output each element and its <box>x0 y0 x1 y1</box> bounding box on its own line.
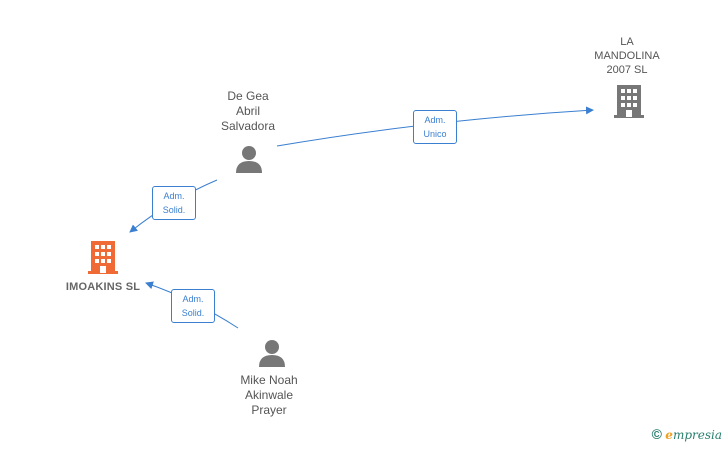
brand-name: mpresia <box>672 428 722 442</box>
copyright-symbol: © <box>651 426 662 442</box>
edge-label-degea-mandolina: Adm. Unico <box>413 110 457 144</box>
building-icon[interactable] <box>87 239 119 280</box>
brand-first-letter: e <box>665 428 673 442</box>
company-name-mandolina[interactable]: LA MANDOLINA 2007 SL <box>594 36 660 76</box>
edge-label-mike-imoakins: Adm. Solid. <box>171 289 215 323</box>
empresia-logo: © empresia <box>652 426 722 442</box>
person-name-degea[interactable]: De Gea Abril Salvadora <box>220 89 276 133</box>
person-icon[interactable] <box>234 144 264 179</box>
person-name-mike[interactable]: Mike Noah Akinwale Prayer <box>240 373 298 417</box>
company-name-imoakins[interactable]: IMOAKINS SL <box>65 281 141 293</box>
person-icon[interactable] <box>257 338 287 373</box>
building-icon[interactable] <box>613 83 645 124</box>
edge-label-degea-imoakins: Adm. Solid. <box>152 186 196 220</box>
